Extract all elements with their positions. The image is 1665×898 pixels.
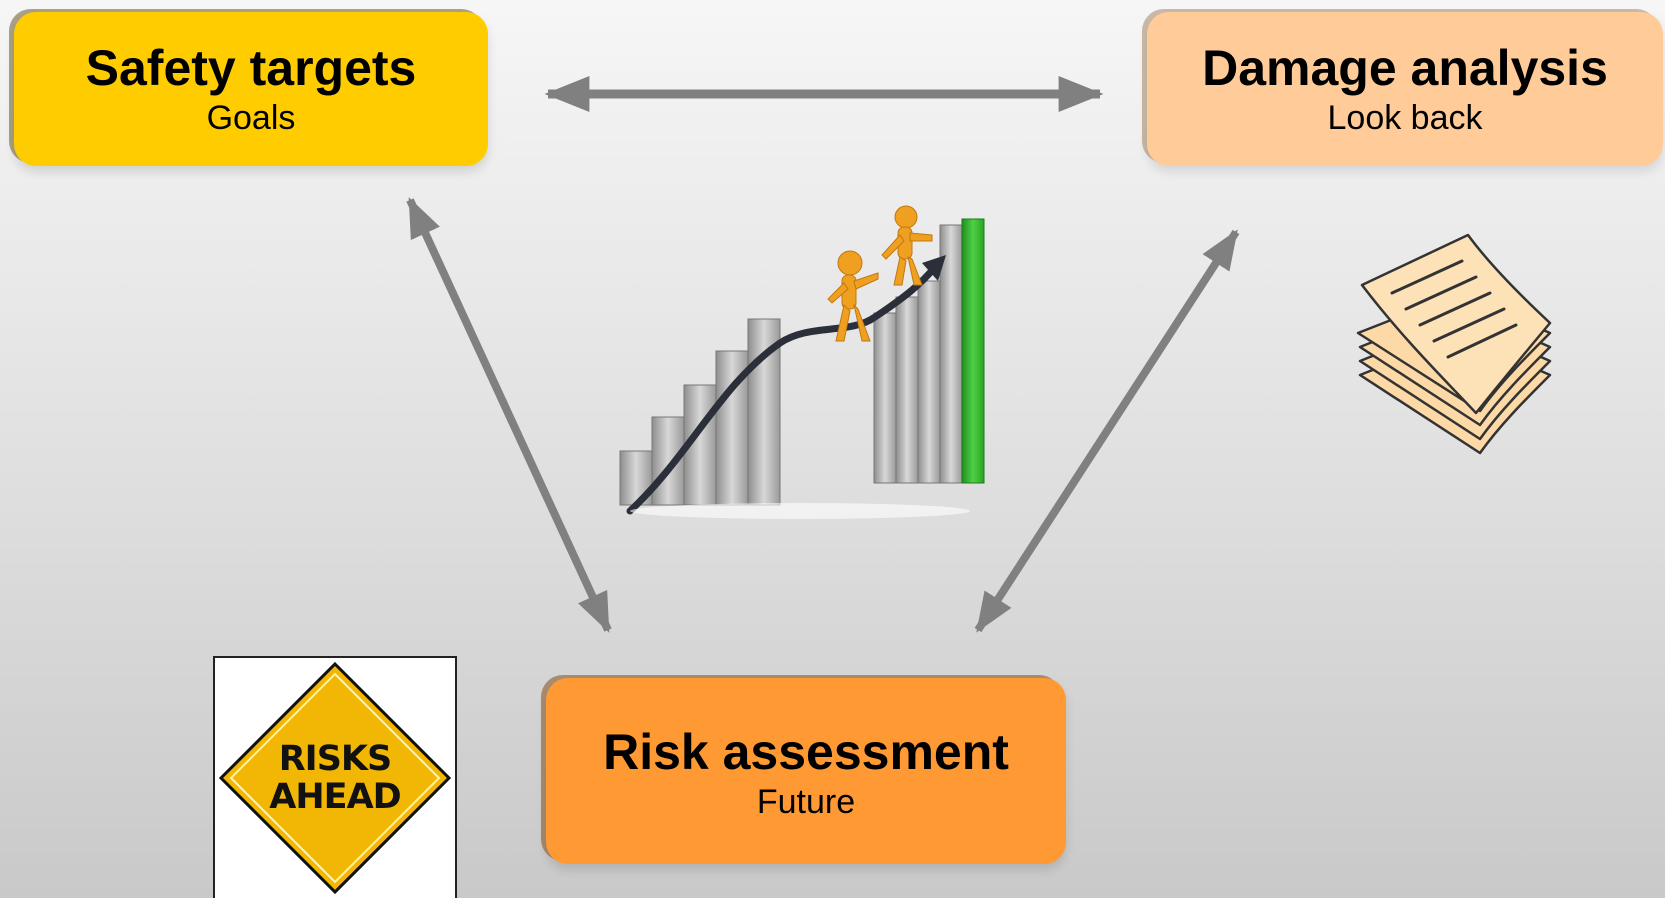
figure-walking — [827, 250, 879, 342]
safety-targets-subtitle: Goals — [206, 98, 296, 137]
arrow-safety-risk — [406, 197, 612, 633]
right-bar-group — [873, 218, 985, 484]
safety-targets-box: Safety targets Goals — [14, 12, 488, 166]
left-bar-group — [619, 318, 781, 506]
warning-diamond-icon — [218, 661, 452, 895]
damage-analysis-box: Damage analysis Look back — [1147, 12, 1663, 166]
chart-shadow — [630, 503, 970, 519]
arrow-damage-risk — [974, 229, 1240, 633]
risks-ahead-sign-frame: RISKS AHEAD — [213, 656, 457, 898]
risk-assessment-subtitle: Future — [756, 782, 856, 821]
damage-analysis-title: Damage analysis — [1202, 40, 1608, 96]
stacked-documents-icon — [1356, 233, 1552, 455]
risks-ahead-text: RISKS AHEAD — [269, 739, 401, 817]
trend-arrow-head — [922, 255, 946, 281]
figure-helping — [881, 205, 933, 286]
risk-assessment-box: Risk assessment Future — [546, 678, 1066, 864]
trend-arrow — [626, 263, 939, 515]
risk-assessment-title: Risk assessment — [603, 724, 1009, 780]
safety-targets-title: Safety targets — [85, 40, 417, 96]
growth-chart-illustration — [619, 205, 985, 519]
damage-analysis-subtitle: Look back — [1327, 98, 1483, 137]
